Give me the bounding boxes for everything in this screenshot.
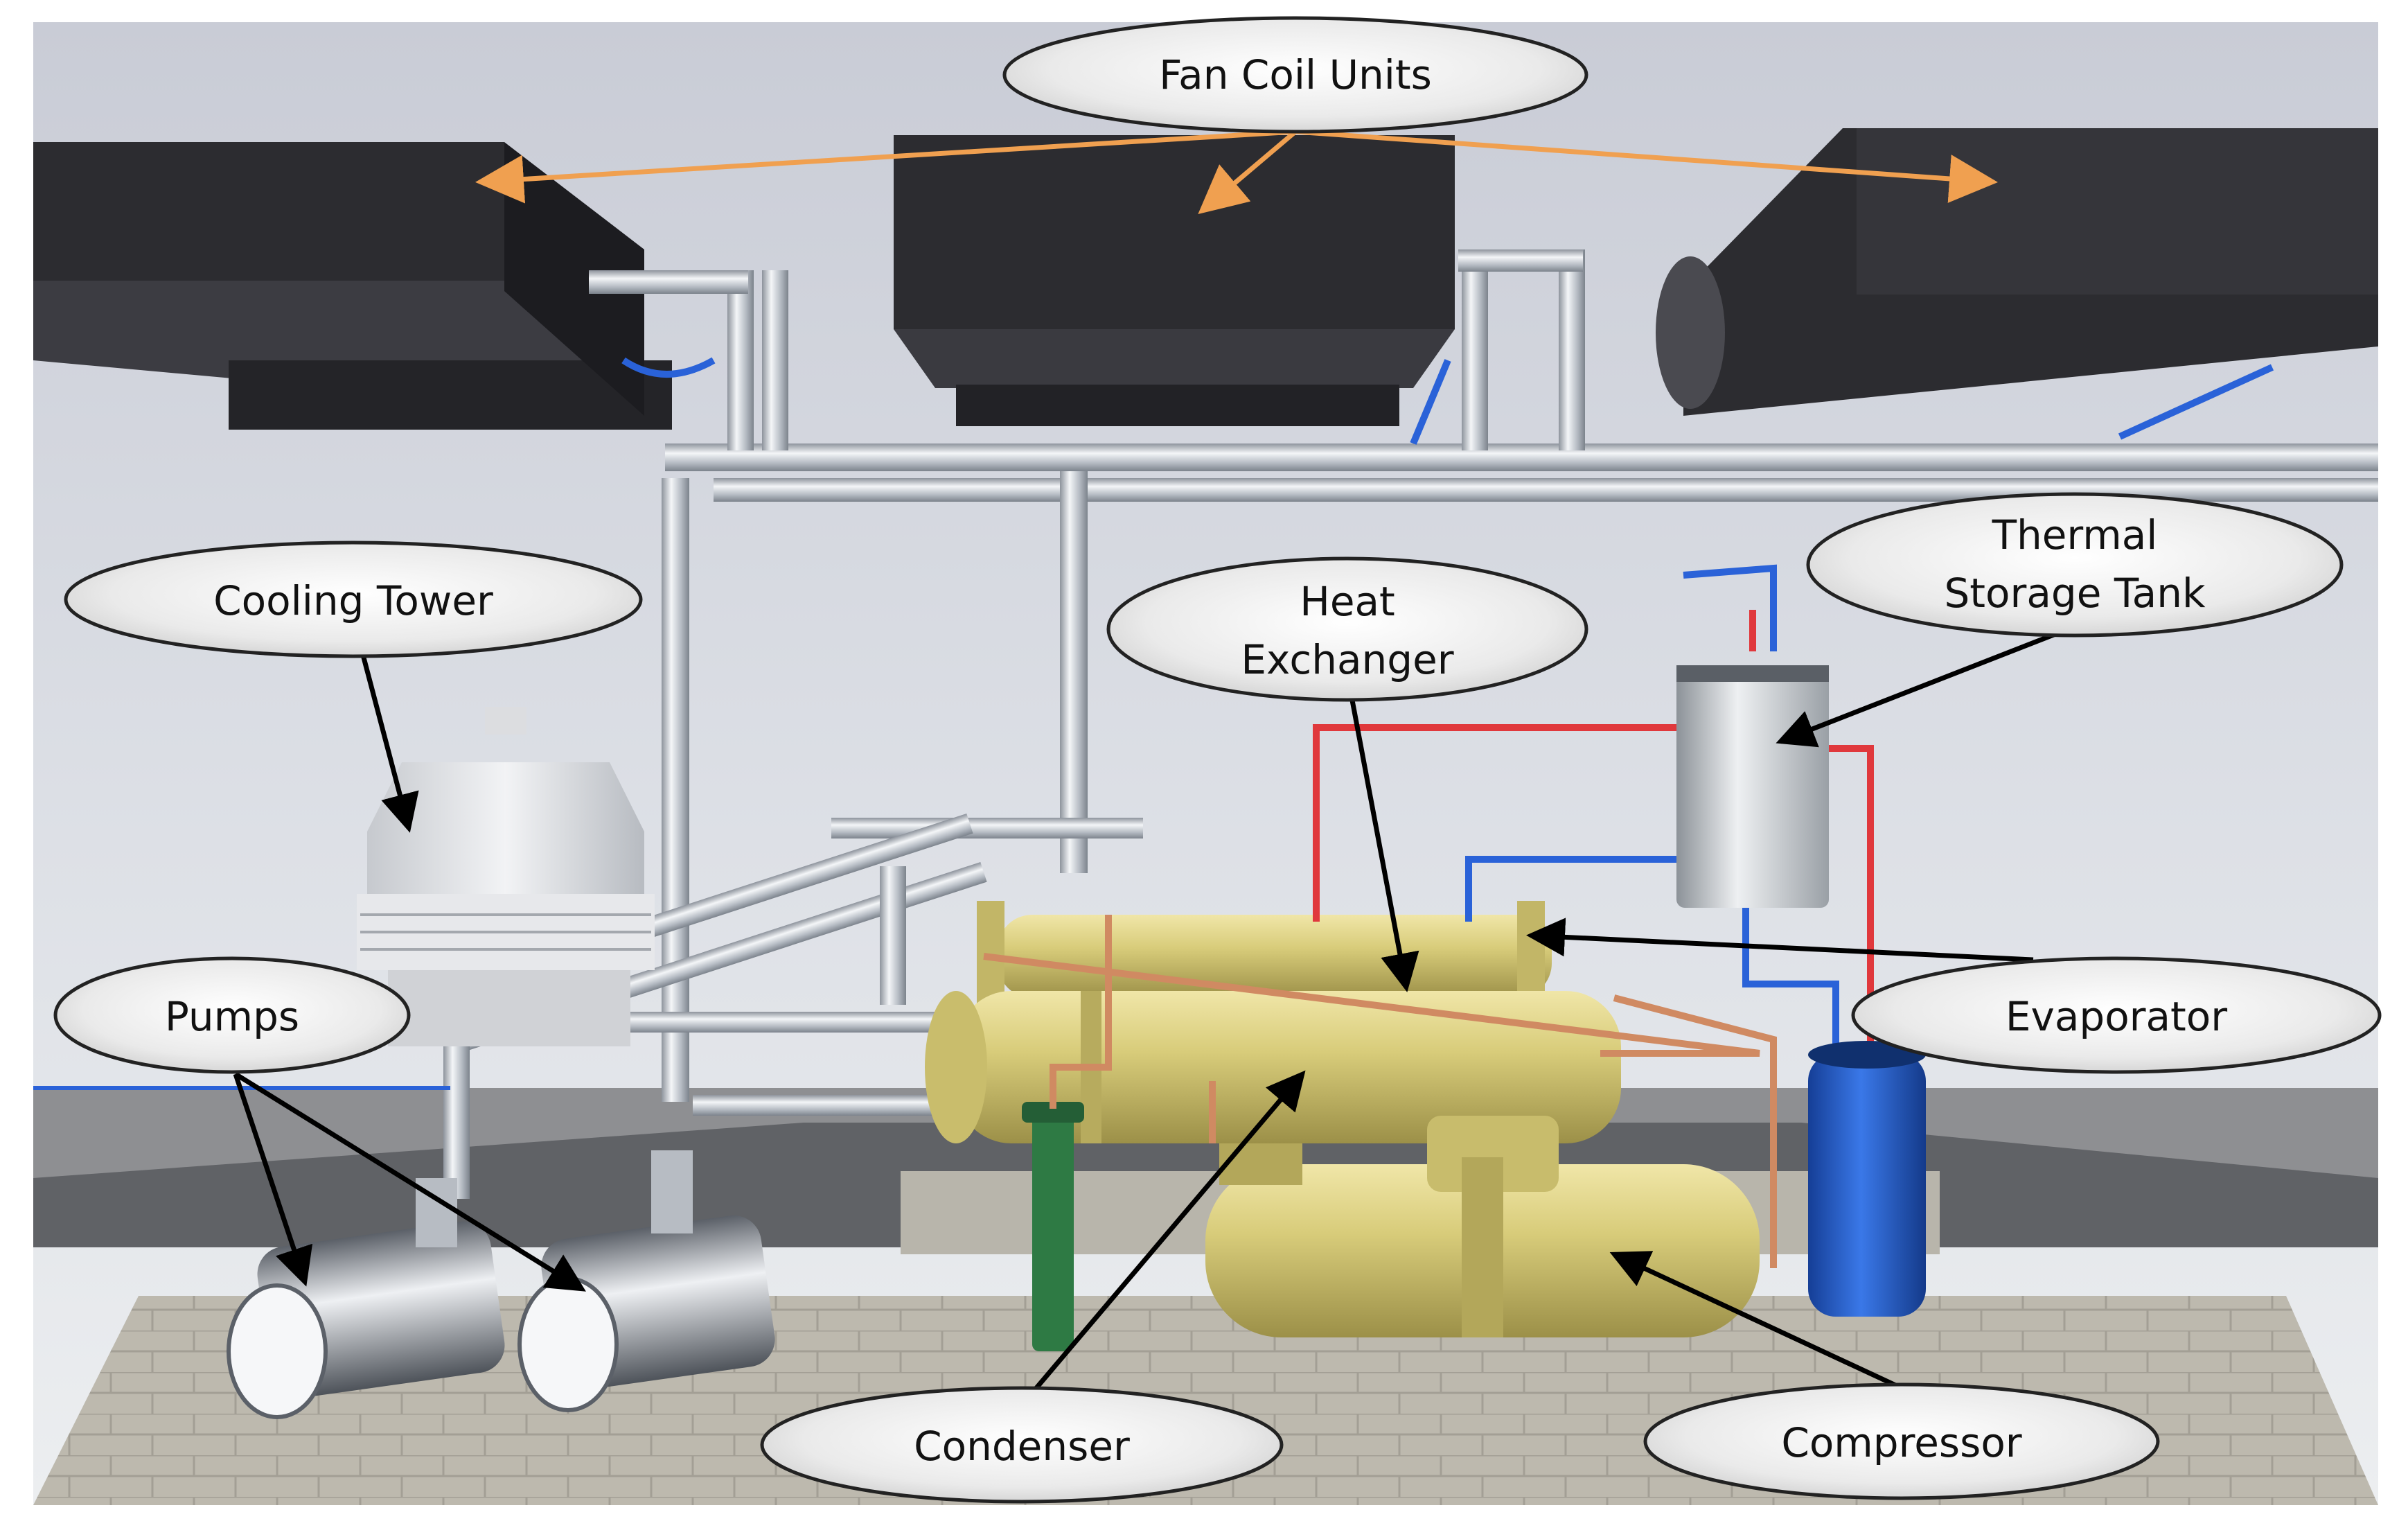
label-fan-coil-units: Fan Coil Units bbox=[1002, 16, 1588, 134]
label-text-condenser: Condenser bbox=[914, 1423, 1130, 1470]
label-condenser: Condenser bbox=[760, 1386, 1284, 1504]
green-cylinder bbox=[1022, 1102, 1084, 1351]
label-text-fan-coil-units: Fan Coil Units bbox=[1159, 51, 1432, 98]
label-heat-exchanger: Heat Exchanger bbox=[1106, 556, 1588, 702]
blue-tank bbox=[1808, 1041, 1926, 1317]
pump-left bbox=[227, 1178, 505, 1419]
pointer-arrows bbox=[233, 628, 2066, 1396]
fan-coil-unit-center bbox=[894, 135, 1455, 426]
cooling-tower bbox=[357, 707, 655, 1046]
arrow-pump-left bbox=[233, 1073, 313, 1287]
storage-tank-water-lines bbox=[1313, 564, 1874, 1060]
label-text-compressor: Compressor bbox=[1781, 1419, 2021, 1466]
arrow-thermal-storage bbox=[1776, 628, 2066, 748]
label-thermal-storage-tank: Thermal Storage Tank bbox=[1806, 492, 2344, 638]
arrow-compressor bbox=[1609, 1251, 1913, 1396]
pump-right bbox=[517, 1150, 775, 1412]
thermal-storage-tank bbox=[1676, 665, 1829, 908]
label-text-evaporator: Evaporator bbox=[2006, 993, 2227, 1040]
label-text-thermal-storage-1: Thermal bbox=[1992, 511, 2158, 559]
label-text-heat-exchanger-1: Heat bbox=[1300, 578, 1395, 625]
label-pumps: Pumps bbox=[53, 956, 411, 1074]
label-text-pumps: Pumps bbox=[165, 993, 299, 1040]
label-text-heat-exchanger-2: Exchanger bbox=[1241, 636, 1453, 683]
copper-lines bbox=[983, 915, 1777, 1268]
label-text-cooling-tower: Cooling Tower bbox=[213, 577, 493, 624]
arrow-evaporator bbox=[1526, 917, 2034, 963]
arrow-pump-right bbox=[234, 1072, 586, 1292]
compressor-unit bbox=[1205, 1116, 1760, 1337]
fan-coil-unit-left bbox=[33, 142, 672, 430]
fan-coil-arrows bbox=[475, 129, 1998, 215]
label-cooling-tower: Cooling Tower bbox=[64, 541, 643, 658]
arrow-condenser bbox=[1030, 1070, 1306, 1395]
fan-coil-unit-right bbox=[1656, 128, 2378, 416]
label-compressor: Compressor bbox=[1643, 1382, 2160, 1500]
arrow-heat-exchanger bbox=[1348, 692, 1419, 992]
arrow-cooling-tower bbox=[357, 644, 419, 833]
label-evaporator: Evaporator bbox=[1851, 956, 2382, 1074]
label-text-thermal-storage-2: Storage Tank bbox=[1944, 570, 2205, 617]
